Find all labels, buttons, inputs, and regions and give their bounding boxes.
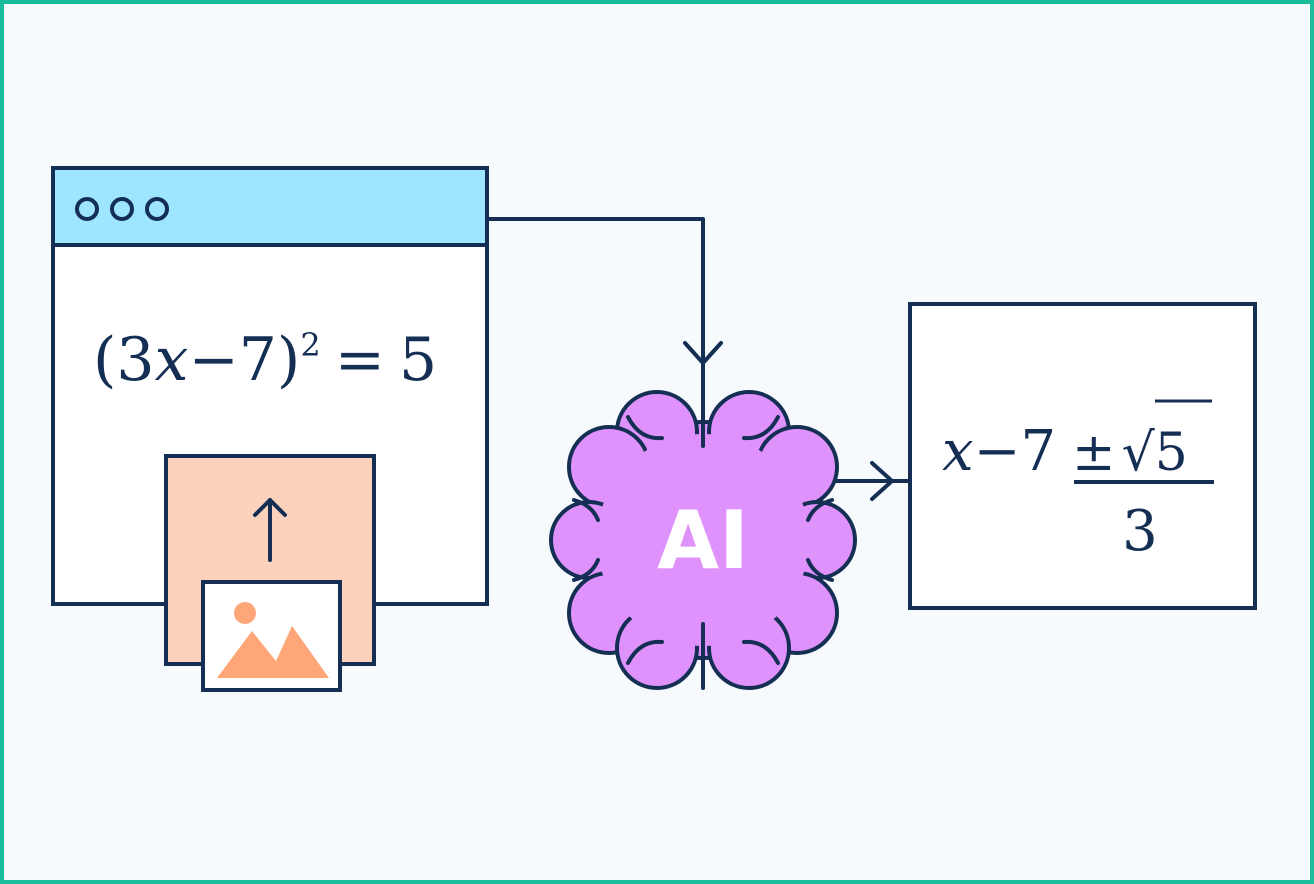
image-icon <box>201 580 342 692</box>
sol-minus-const: −7 <box>974 419 1057 484</box>
upload-arrow-icon <box>253 498 287 562</box>
sol-variable: x <box>942 419 974 484</box>
input-equation: (3x−7)2 =5 <box>93 325 437 395</box>
eq-close-paren: ) <box>277 325 300 395</box>
solution-lhs: x−7 <box>942 419 1056 484</box>
eq-rhs: 5 <box>399 325 437 395</box>
eq-open-paren: ( <box>93 325 116 395</box>
arrow-icon <box>683 341 723 365</box>
window-titlebar <box>51 166 489 247</box>
brain-icon: AI <box>549 390 857 690</box>
arrow-icon <box>870 461 894 501</box>
eq-equals: = <box>335 325 385 395</box>
solution-numerator: ±√5 <box>1072 423 1188 483</box>
output-box-frame <box>908 302 1257 610</box>
connectors <box>485 217 911 501</box>
eq-coefficient: 3 <box>116 325 154 395</box>
sol-sqrt-symbol: √ <box>1122 423 1156 483</box>
connector-window-to-ai <box>485 217 705 420</box>
upload-panel <box>164 454 376 692</box>
eq-minus-const: −7 <box>188 325 276 395</box>
window-dots-icon <box>75 197 169 221</box>
sol-denominator: 3 <box>1122 499 1158 564</box>
eq-variable: x <box>155 325 189 395</box>
ai-label: AI <box>657 494 749 587</box>
sol-radicand: 5 <box>1155 423 1188 483</box>
eq-exponent: 2 <box>300 326 320 364</box>
sol-plus-minus: ± <box>1072 423 1116 483</box>
output-box: x−7 ±√5 3 <box>908 302 1257 610</box>
